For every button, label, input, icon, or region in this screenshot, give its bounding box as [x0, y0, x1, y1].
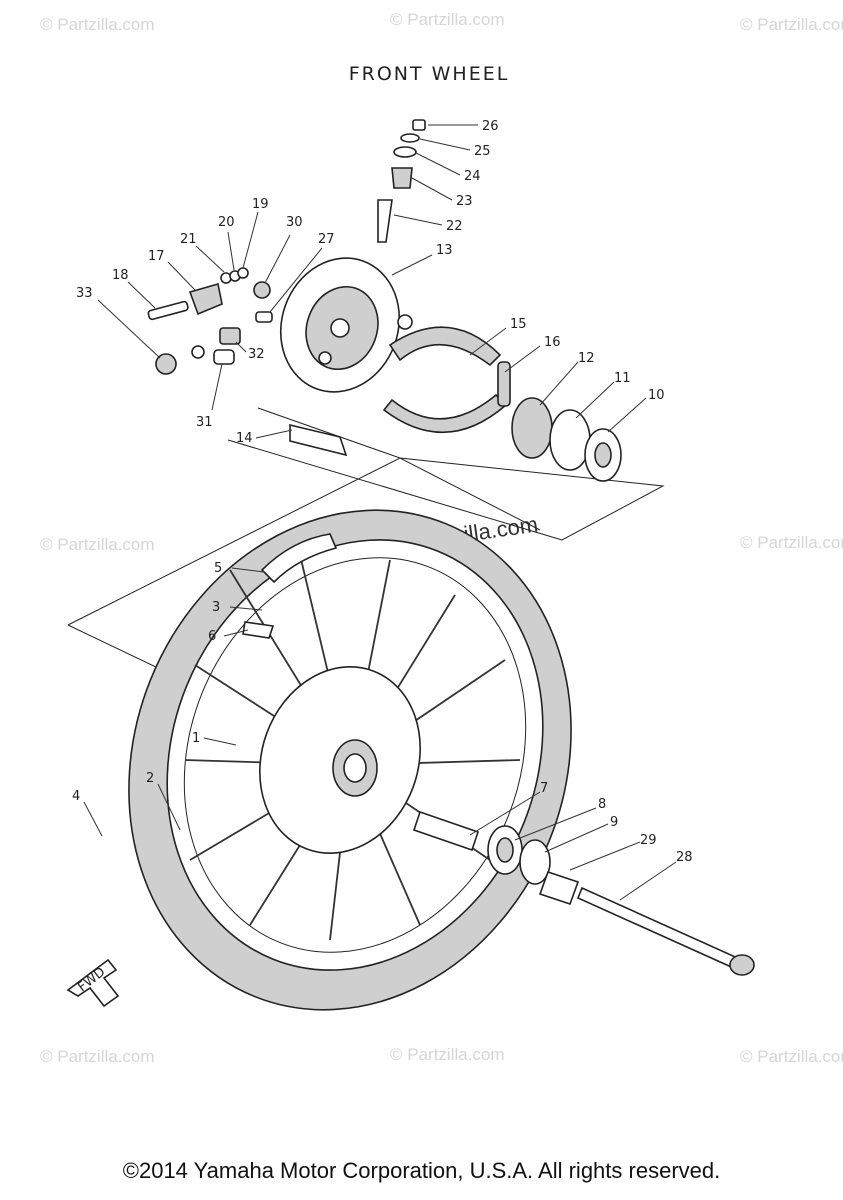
- callout-number: 4: [72, 789, 80, 804]
- brake-panel-hole: [330, 318, 350, 338]
- callout-number: 23: [456, 194, 473, 209]
- part-24-washer: [393, 146, 417, 158]
- callout-number: 15: [510, 317, 527, 332]
- part-15-brake-shoe: [388, 326, 502, 367]
- watermark: © Partzilla.com: [740, 15, 843, 34]
- callout-number: 28: [676, 850, 693, 865]
- part-26-cap: [412, 119, 426, 131]
- callout-number: 9: [610, 815, 618, 830]
- callout-number: 14: [236, 431, 253, 446]
- lever-joint: [191, 345, 205, 359]
- fwd-arrow: FWD: [66, 958, 120, 1008]
- callout-number: 7: [540, 781, 548, 796]
- watermark: © Partzilla.com: [40, 535, 155, 554]
- part-18-bolt: [147, 300, 189, 321]
- callout-number: 18: [112, 268, 129, 283]
- callout-number: 33: [76, 286, 93, 301]
- part-8-bearing-race: [496, 837, 514, 863]
- part-28-axle-head: [729, 954, 755, 976]
- callout-number: 10: [648, 388, 665, 403]
- wheel-assembly-guide: [67, 457, 541, 626]
- callout-number: 31: [196, 415, 213, 430]
- callout-number: 27: [318, 232, 335, 247]
- part-16-spring: [497, 361, 511, 407]
- brake-internal-parts: [382, 326, 622, 482]
- diagram-title: FRONT WHEEL: [349, 63, 510, 85]
- part-22-gear-shaft: [377, 199, 393, 243]
- callout-number: 19: [252, 197, 269, 212]
- copyright-notice: ©2014 Yamaha Motor Corporation, U.S.A. A…: [122, 1158, 721, 1183]
- watermark: © Partzilla.com: [40, 1047, 155, 1066]
- callout-number: 32: [248, 347, 265, 362]
- part-30-nut: [253, 281, 271, 299]
- part-9-seal: [519, 839, 551, 885]
- callout-number: 24: [464, 169, 481, 184]
- fwd-arrow-icon: [66, 958, 120, 1008]
- part-15-brake-shoe: [382, 393, 508, 434]
- part-32-spring: [219, 327, 241, 345]
- callout-number: 11: [614, 371, 631, 386]
- callout-number: 16: [544, 335, 561, 350]
- callout-number: 25: [474, 144, 491, 159]
- callout-number: 20: [218, 215, 235, 230]
- callouts: 26 25 24 23 22 13 30 27 19 20 21 17 18 3…: [72, 119, 693, 901]
- part-7-collar: [412, 810, 480, 852]
- wheel-group: [128, 509, 572, 1011]
- brake-panel-pin: [397, 314, 413, 330]
- watermark: © Partzilla.com: [390, 10, 505, 29]
- callout-number: 30: [286, 215, 303, 230]
- callout-number: 5: [214, 561, 222, 576]
- rim-inner: [183, 557, 527, 953]
- callout-number: 22: [446, 219, 463, 234]
- brake-panel-group: [279, 257, 413, 393]
- watermark: © Partzilla.com: [740, 1047, 843, 1066]
- callout-number: 3: [212, 600, 220, 615]
- callout-number: 12: [578, 351, 595, 366]
- part-14-brake-cam: [289, 423, 348, 457]
- callout-number: 8: [598, 797, 606, 812]
- brake-panel-pin: [318, 351, 332, 365]
- watermark: © Partzilla.com: [390, 1045, 505, 1064]
- part-5-tube: [260, 533, 338, 584]
- watermark: © Partzilla.com: [40, 15, 155, 34]
- part-17-cam-lever: [188, 282, 223, 316]
- hub-axle-hole: [343, 753, 367, 783]
- callout-number: 29: [640, 833, 657, 848]
- speedo-drive-parts: [377, 119, 426, 243]
- callout-number: 13: [436, 243, 453, 258]
- part-19-nut: [237, 267, 249, 279]
- part-6-rim-band: [242, 621, 275, 639]
- brake-assembly-guide: [227, 407, 665, 541]
- callout-number: 1: [192, 731, 200, 746]
- part-10-bearing-race: [594, 442, 612, 468]
- callout-number: 2: [146, 771, 154, 786]
- part-11-seal: [549, 409, 591, 471]
- callout-number: 6: [208, 629, 216, 644]
- part-27-bolt: [255, 311, 273, 323]
- part-33-nut: [155, 353, 177, 375]
- axle-parts: [412, 810, 755, 976]
- part-23-bushing: [391, 167, 413, 189]
- part-28-axle: [576, 886, 744, 972]
- part-12-gear: [511, 397, 553, 459]
- part-29-collar: [538, 870, 580, 906]
- callout-number: 21: [180, 232, 197, 247]
- watermark: © Partzilla.com: [740, 533, 843, 552]
- callout-number: 17: [148, 249, 165, 264]
- callout-number: 26: [482, 119, 499, 134]
- brake-lever-parts: [147, 267, 348, 457]
- part-31-collar: [213, 349, 235, 365]
- part-25-ring: [400, 133, 420, 143]
